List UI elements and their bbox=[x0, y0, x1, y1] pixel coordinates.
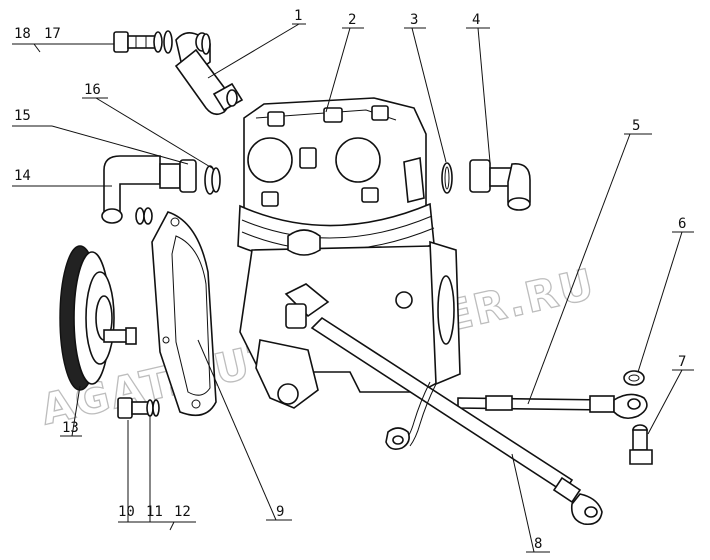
part-14-elbow-fitting bbox=[101, 155, 197, 225]
part-18-banjo-bolt bbox=[113, 31, 163, 53]
callout-1: 1 bbox=[294, 8, 302, 24]
part-4-elbow-fitting bbox=[469, 159, 531, 211]
callout-15: 15 bbox=[14, 108, 31, 124]
callout-11: 11 bbox=[146, 504, 163, 520]
callout-4: 4 bbox=[472, 12, 480, 28]
part-13-drive-gear bbox=[59, 245, 137, 391]
part-16-washer bbox=[211, 167, 221, 193]
callout-17: 17 bbox=[44, 26, 61, 42]
leader-lines bbox=[12, 23, 694, 553]
callout-7: 7 bbox=[678, 354, 686, 370]
callout-13: 13 bbox=[62, 420, 79, 436]
part-8-oil-pipe bbox=[284, 283, 603, 526]
callouts: 1 2 3 4 5 6 7 8 9 10 11 12 13 14 15 16 1… bbox=[14, 8, 686, 552]
part-7-banjo-bolt bbox=[629, 424, 653, 465]
part-3-o-ring bbox=[441, 162, 453, 194]
callout-6: 6 bbox=[678, 216, 686, 232]
callout-14: 14 bbox=[14, 168, 31, 184]
part-2-compressor-body bbox=[237, 97, 461, 409]
callout-10: 10 bbox=[118, 504, 135, 520]
callout-18: 18 bbox=[14, 26, 31, 42]
callout-3: 3 bbox=[410, 12, 418, 28]
callout-9: 9 bbox=[276, 504, 284, 520]
callout-5: 5 bbox=[632, 118, 640, 134]
part-5-discharge-hose bbox=[457, 393, 648, 420]
part-6-washer bbox=[623, 370, 645, 386]
callout-2: 2 bbox=[348, 12, 356, 28]
callout-12: 12 bbox=[174, 504, 191, 520]
callout-16: 16 bbox=[84, 82, 101, 98]
part-9-gasket bbox=[151, 211, 217, 417]
part-17-washer bbox=[163, 30, 211, 55]
part-10-12-bolt-set bbox=[117, 397, 160, 419]
callout-8: 8 bbox=[534, 536, 542, 552]
